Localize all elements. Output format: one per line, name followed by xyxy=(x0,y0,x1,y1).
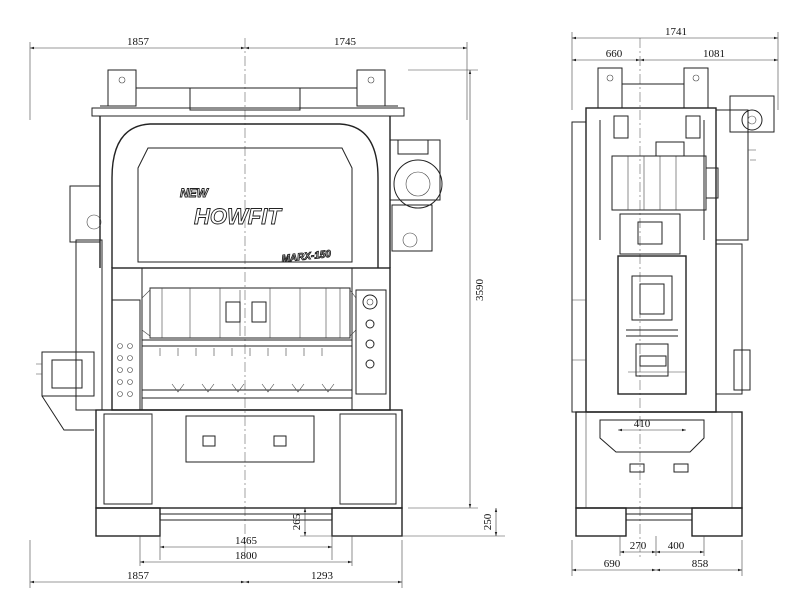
dim-side-left: 660 xyxy=(606,48,623,60)
front-view: NEW HOWFIT MARX-150 xyxy=(36,38,443,560)
dimension-lines xyxy=(29,32,779,588)
dim-side-bot-b: 400 xyxy=(668,540,685,552)
dim-bolster-outer: 1800 xyxy=(235,550,258,562)
dim-floor-a: 265 xyxy=(291,513,303,530)
dim-side-bot-d: 858 xyxy=(692,558,709,570)
dim-floor-b: 250 xyxy=(482,513,494,530)
dimension-labels: 1857 1745 3590 265 250 1465 1800 1857 12… xyxy=(127,26,725,582)
dim-base-left: 1857 xyxy=(127,570,150,582)
dim-side-right: 1081 xyxy=(703,48,725,60)
dim-top-right: 1745 xyxy=(334,36,357,48)
brand-model: MARX-150 xyxy=(281,249,332,265)
dim-top-left: 1857 xyxy=(127,36,150,48)
brand-new: NEW xyxy=(180,186,210,200)
dim-side-slide: 410 xyxy=(634,418,651,430)
dim-base-right: 1293 xyxy=(311,570,334,582)
side-view xyxy=(571,38,775,560)
dim-side-bot-c: 690 xyxy=(604,558,621,570)
dim-bolster-inner: 1465 xyxy=(235,535,258,547)
dim-height: 3590 xyxy=(474,279,486,302)
brand-name: HOWFIT xyxy=(194,204,282,229)
dim-side-bot-a: 270 xyxy=(630,540,647,552)
dim-side-total: 1741 xyxy=(665,26,687,38)
